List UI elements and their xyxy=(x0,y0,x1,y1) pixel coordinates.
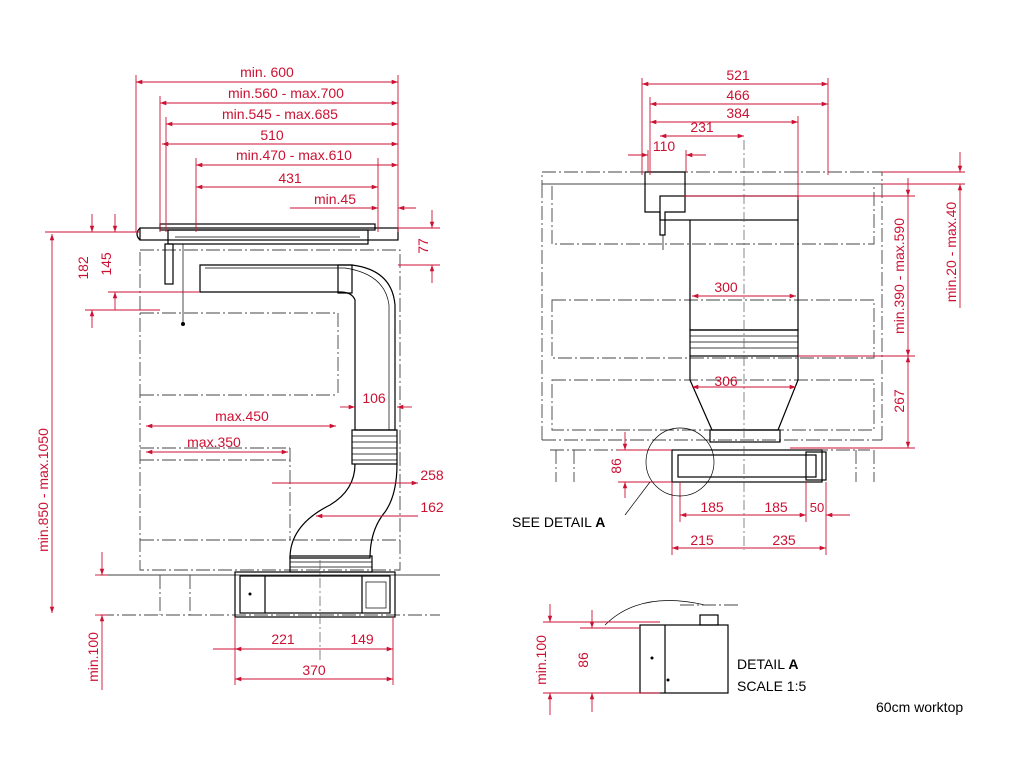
fan-box xyxy=(234,571,396,618)
dim-235: 235 xyxy=(772,532,796,548)
front-bottom-dimensions: 185 185 50 215 235 xyxy=(671,482,850,555)
dim-77: 77 xyxy=(415,238,431,254)
detail-dim-86: 86 xyxy=(575,652,591,668)
dim-50: 50 xyxy=(810,500,824,515)
detail-dim-min-100: min.100 xyxy=(533,635,549,685)
front-ducting xyxy=(644,171,799,443)
side-view: min. 600 min.560 - max.700 min.545 - max… xyxy=(35,64,444,690)
front-left-dimensions: 86 xyxy=(608,432,672,498)
hob-unit xyxy=(159,223,376,326)
dim-182: 182 xyxy=(75,256,91,280)
dim-300: 300 xyxy=(714,279,738,295)
dim-110: 110 xyxy=(653,138,676,154)
detail-dimensions: min.100 86 xyxy=(533,604,660,715)
side-left-dimensions: min.850 - max.1050 182 145 min.100 xyxy=(35,214,200,690)
worktop xyxy=(136,227,399,241)
dim-min-600: min. 600 xyxy=(240,64,294,80)
dim-384: 384 xyxy=(726,105,750,121)
dim-431: 431 xyxy=(278,170,302,186)
dim-390-590: min.390 - max.590 xyxy=(891,218,907,334)
see-detail-label: SEE DETAIL A xyxy=(512,514,605,530)
dim-470-610: min.470 - max.610 xyxy=(236,147,352,163)
dim-145: 145 xyxy=(98,252,114,276)
dim-850-1050: min.850 - max.1050 xyxy=(35,428,51,552)
dim-231: 231 xyxy=(690,119,714,135)
dim-min-45: min.45 xyxy=(314,191,356,207)
dim-162: 162 xyxy=(420,499,444,515)
dim-221: 221 xyxy=(271,631,295,647)
dim-370: 370 xyxy=(302,662,326,678)
side-cabinet-outline xyxy=(100,249,440,616)
dim-466: 466 xyxy=(726,87,750,103)
front-fan-box xyxy=(671,140,827,550)
front-right-dimensions: min.390 - max.590 267 min.20 - max.40 xyxy=(684,152,965,449)
dim-306: 306 xyxy=(714,373,738,389)
dim-267: 267 xyxy=(891,389,907,413)
dim-521: 521 xyxy=(726,67,750,83)
dim-185-right: 185 xyxy=(764,499,788,515)
dim-545-685: min.545 - max.685 xyxy=(222,106,338,122)
detail-callout: SEE DETAIL A xyxy=(512,427,715,530)
dim-185-left: 185 xyxy=(700,499,724,515)
dim-max-350: max.350 xyxy=(187,434,241,450)
detail-title: DETAIL A xyxy=(737,656,798,672)
dim-86: 86 xyxy=(608,458,624,474)
side-top-dimensions: min. 600 min.560 - max.700 min.545 - max… xyxy=(135,64,416,232)
front-view: 521 466 384 231 110 300 306 xyxy=(512,67,965,555)
flex-bellows xyxy=(351,429,398,465)
detail-a-view: min.100 86 DETAIL A SCALE 1:5 xyxy=(533,600,806,715)
dim-max-450: max.450 xyxy=(215,408,269,424)
front-top-dimensions: 521 466 384 231 110 xyxy=(628,67,829,200)
worktop-caption: 60cm worktop xyxy=(876,699,963,715)
dim-106: 106 xyxy=(362,390,386,406)
front-cabinet-outline xyxy=(541,171,883,482)
detail-scale: SCALE 1:5 xyxy=(737,678,806,694)
side-bottom-dimensions: 221 149 370 xyxy=(213,560,394,685)
dim-min-100: min.100 xyxy=(85,632,101,682)
side-cabinet-dimensions: max.450 max.350 xyxy=(146,408,336,455)
dim-510: 510 xyxy=(260,127,284,143)
dim-215: 215 xyxy=(690,532,714,548)
dim-560-700: min.560 - max.700 xyxy=(228,85,344,101)
dim-149: 149 xyxy=(350,631,374,647)
front-inner-dimensions: 300 306 xyxy=(692,279,796,390)
side-right-dimensions: 77 106 258 162 xyxy=(272,210,444,519)
dim-20-40: min.20 - max.40 xyxy=(943,202,959,303)
dim-258: 258 xyxy=(420,467,444,483)
